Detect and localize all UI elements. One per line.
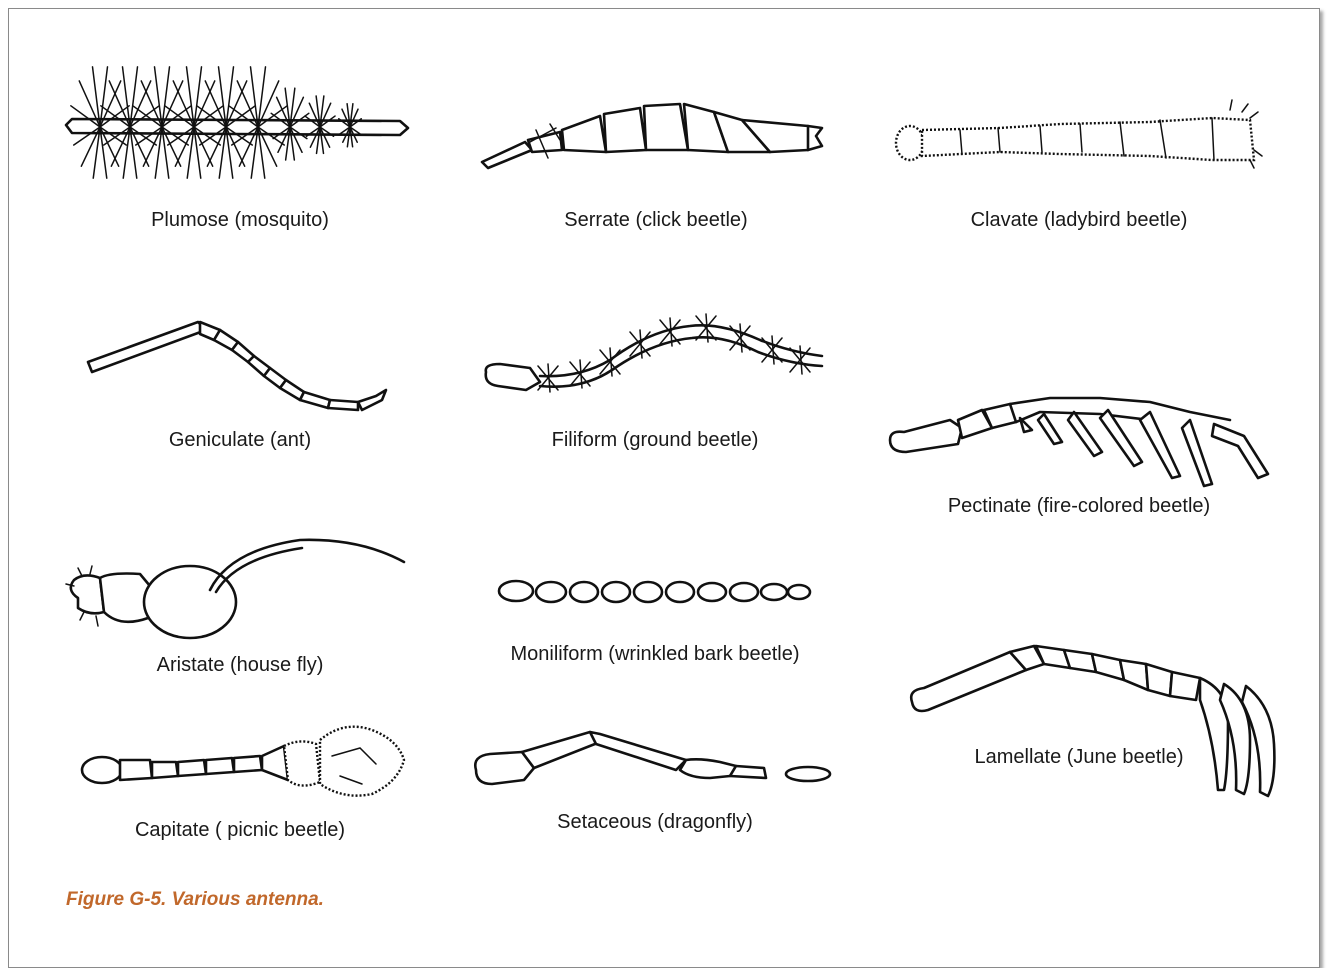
label-plumose: Plumose (mosquito) — [151, 208, 329, 232]
geniculate-antenna-drawing — [88, 322, 386, 410]
filiform-antenna-drawing — [486, 314, 822, 392]
label-clavate: Clavate (ladybird beetle) — [971, 208, 1188, 232]
pectinate-antenna-drawing — [890, 398, 1268, 486]
serrate-antenna-drawing — [482, 104, 822, 168]
moniliform-antenna-drawing — [499, 581, 810, 602]
figure-caption: Figure G-5. Various antenna. — [66, 889, 324, 911]
plumose-antenna-drawing — [66, 67, 408, 178]
aristate-antenna-drawing — [66, 540, 404, 638]
label-aristate: Aristate (house fly) — [157, 653, 324, 677]
clavate-antenna-drawing — [896, 100, 1262, 168]
label-moniliform: Moniliform (wrinkled bark beetle) — [511, 642, 800, 666]
label-capitate: Capitate ( picnic beetle) — [135, 818, 345, 842]
label-pectinate: Pectinate (fire-colored beetle) — [948, 494, 1210, 518]
lamellate-antenna-drawing — [911, 646, 1274, 796]
setaceous-antenna-drawing — [475, 732, 830, 784]
label-filiform: Filiform (ground beetle) — [552, 428, 759, 452]
capitate-antenna-drawing — [82, 727, 404, 796]
label-geniculate: Geniculate (ant) — [169, 428, 311, 452]
label-lamellate: Lamellate (June beetle) — [974, 745, 1183, 769]
label-serrate: Serrate (click beetle) — [564, 208, 747, 232]
label-setaceous: Setaceous (dragonfly) — [557, 810, 753, 834]
